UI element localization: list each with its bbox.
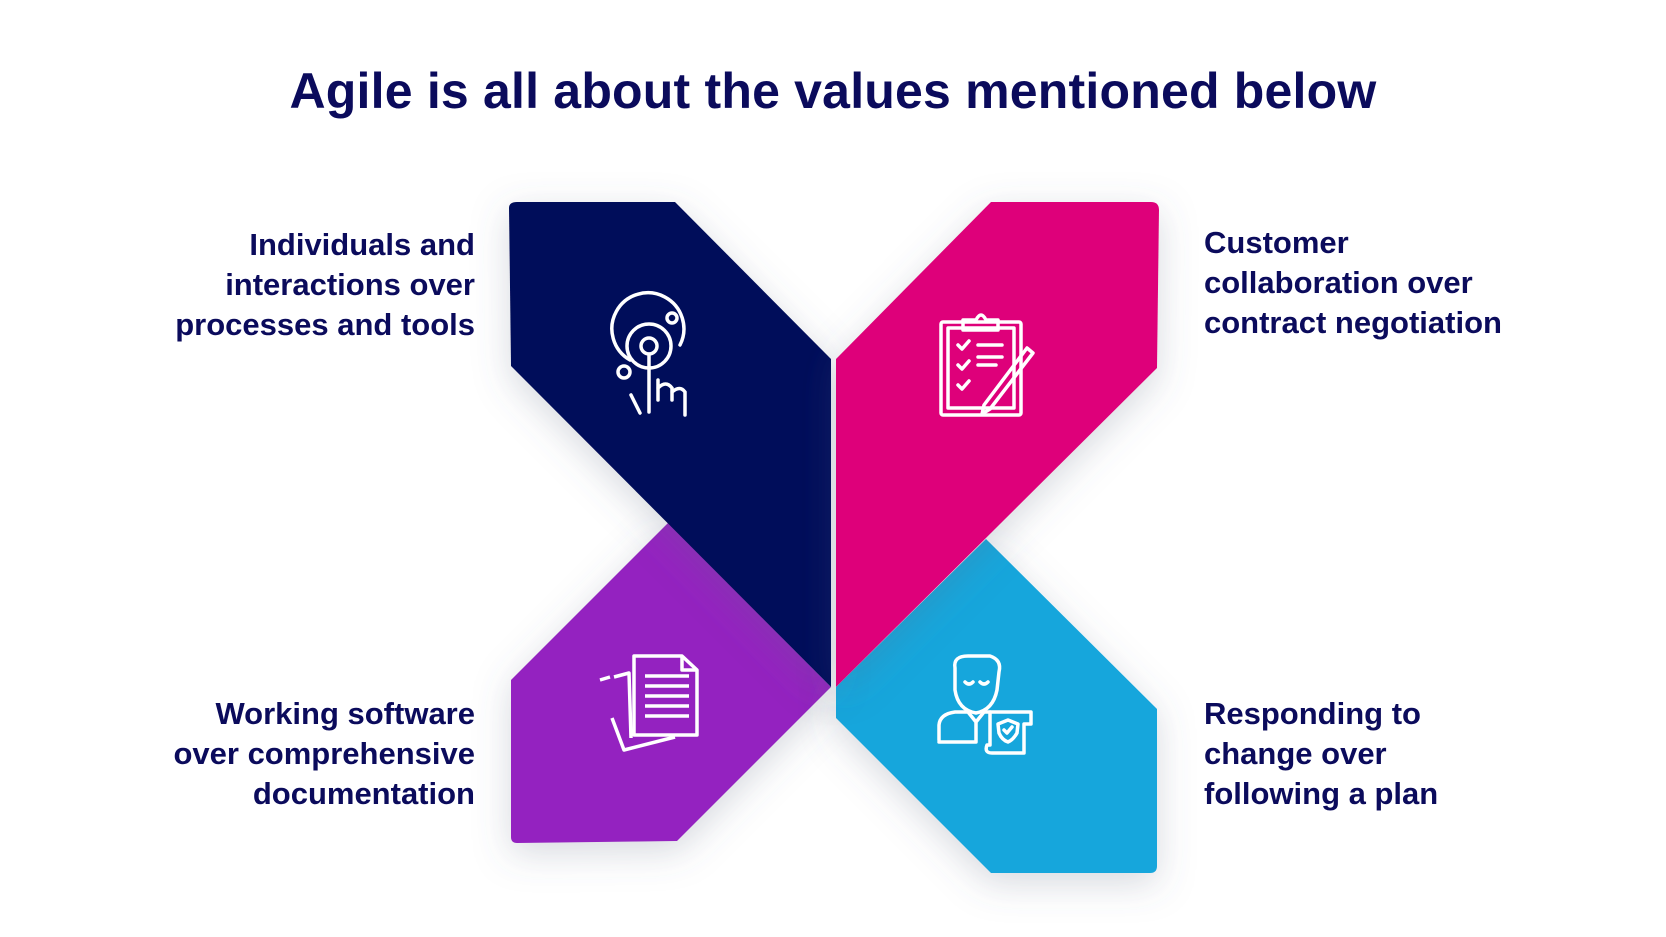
value-line: collaboration over	[1204, 265, 1473, 300]
segment-bottom-left	[511, 523, 831, 843]
value-line: Customer	[1204, 225, 1349, 260]
value-line: Individuals and	[249, 227, 475, 262]
segment-bottom-right	[836, 539, 1157, 873]
value-text-bottom-right: Responding to change over following a pl…	[1204, 694, 1438, 814]
touch-target-icon	[610, 291, 687, 417]
value-line: interactions over	[225, 267, 475, 302]
value-text-bottom-left: Working software over comprehensive docu…	[173, 694, 475, 814]
value-text-top-right: Customer collaboration over contract neg…	[1204, 223, 1502, 343]
value-line: Responding to	[1204, 696, 1421, 731]
clipboard-checklist-icon	[939, 313, 1035, 417]
value-line: contract negotiation	[1204, 305, 1502, 340]
value-line: following a plan	[1204, 776, 1439, 811]
value-line: processes and tools	[175, 307, 475, 342]
page-title: Agile is all about the values mentioned …	[289, 63, 1377, 119]
value-line: over comprehensive	[173, 736, 475, 771]
value-line: documentation	[252, 776, 475, 811]
value-line: change over	[1204, 736, 1387, 771]
documents-icon	[599, 654, 699, 752]
segment-top-right	[836, 202, 1159, 687]
value-line: Working software	[215, 696, 475, 731]
segment-top-left	[509, 202, 831, 687]
person-with-plan-icon	[937, 654, 1033, 755]
value-text-top-left: Individuals and interactions over proces…	[175, 225, 475, 345]
